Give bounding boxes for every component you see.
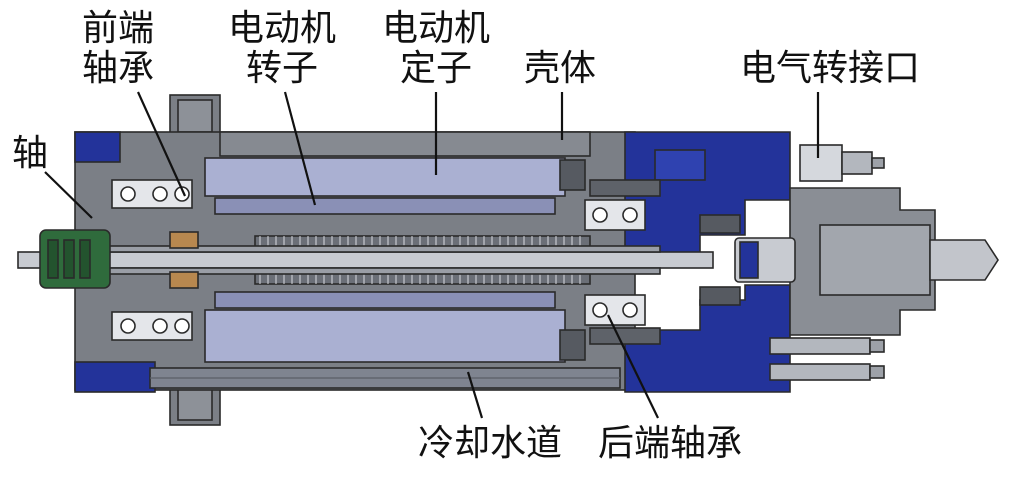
front-cap-bottom bbox=[74, 361, 156, 393]
leader-shaft bbox=[44, 171, 93, 219]
leader-rear-bearing bbox=[607, 314, 659, 419]
label-front-bearing-line1: 前端 bbox=[82, 8, 154, 49]
spring-bottom bbox=[589, 327, 661, 345]
labels: 前端 轴承 电动机 转子 电动机 定子 壳体 电气转接口 轴 冷却水道 后端轴承 bbox=[12, 8, 920, 464]
label-stator-line1: 电动机 bbox=[382, 8, 490, 49]
label-front-bearing-line2: 轴承 bbox=[82, 48, 154, 89]
label-shaft: 轴 bbox=[12, 133, 48, 174]
leader-cooling bbox=[466, 371, 484, 419]
label-stator-line2: 定子 bbox=[400, 48, 472, 89]
spring-top bbox=[589, 179, 661, 197]
front-cap-top bbox=[74, 131, 121, 163]
seal-top bbox=[169, 231, 199, 249]
electrical-connector bbox=[799, 144, 885, 182]
leader-rotor bbox=[283, 91, 317, 206]
stator-bottom bbox=[204, 309, 566, 363]
label-rear-bearing: 后端轴承 bbox=[598, 423, 742, 464]
label-housing: 壳体 bbox=[524, 48, 596, 89]
label-connector: 电气转接口 bbox=[740, 48, 920, 89]
stator-top bbox=[204, 157, 566, 197]
shaft bbox=[17, 251, 714, 269]
label-rotor-line1: 电动机 bbox=[228, 8, 336, 49]
coolant-fittings bbox=[769, 337, 885, 381]
front-bearing bbox=[111, 179, 193, 341]
rear-bearing bbox=[584, 199, 646, 326]
label-cooling: 冷却水道 bbox=[418, 423, 562, 464]
leader-front-bearing bbox=[136, 91, 187, 197]
label-rotor-line2: 转子 bbox=[246, 48, 318, 89]
spindle-assembly bbox=[17, 94, 999, 426]
leader-lines bbox=[44, 91, 820, 419]
seal-bottom bbox=[169, 271, 199, 289]
